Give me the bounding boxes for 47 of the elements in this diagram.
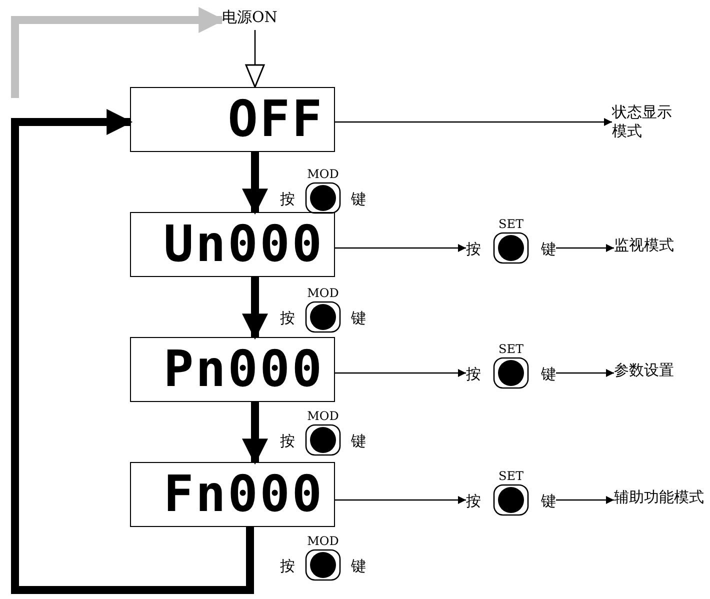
display-panel xyxy=(130,87,335,152)
key-caption: 键 xyxy=(351,557,366,575)
button-label: MOD xyxy=(306,535,340,548)
button-label: SET xyxy=(498,470,524,483)
arrow xyxy=(335,496,466,504)
display-panel xyxy=(130,337,335,402)
arrow xyxy=(556,244,614,252)
arrow xyxy=(335,369,466,377)
key-caption: 键 xyxy=(541,492,556,510)
key-caption: 键 xyxy=(351,309,366,327)
arrow xyxy=(242,277,268,340)
button-label: SET xyxy=(498,218,524,231)
key-caption: 按 xyxy=(280,309,295,327)
mode-label: 参数设置 xyxy=(614,361,675,380)
arrow xyxy=(11,7,225,98)
arrow xyxy=(335,118,612,126)
display-readout: Fn000 xyxy=(163,465,324,523)
button-label: SET xyxy=(498,343,524,356)
key-caption: 按 xyxy=(466,365,481,383)
display-readout: Un000 xyxy=(163,215,324,273)
key-caption: 按 xyxy=(280,557,295,575)
key-caption: 按 xyxy=(280,190,295,208)
arrow xyxy=(556,496,614,504)
display-panel xyxy=(130,462,335,527)
button-label: MOD xyxy=(306,168,340,181)
mode-label: 电源ON xyxy=(222,8,278,27)
mode-label: 状态显示模式 xyxy=(612,103,673,141)
arrow xyxy=(11,109,254,594)
display-panel xyxy=(130,212,335,277)
mode-label: 辅助功能模式 xyxy=(614,488,705,507)
key-caption: 键 xyxy=(351,432,366,450)
arrow xyxy=(242,152,268,215)
key-caption: 键 xyxy=(351,190,366,208)
button-label: MOD xyxy=(306,410,340,423)
button-label: MOD xyxy=(306,287,340,300)
arrow xyxy=(245,30,265,88)
display-readout: Pn000 xyxy=(163,340,324,398)
display-readout: OFF xyxy=(228,90,324,148)
arrow xyxy=(335,244,466,252)
key-caption: 键 xyxy=(541,240,556,258)
key-caption: 按 xyxy=(466,492,481,510)
key-caption: 按 xyxy=(280,432,295,450)
key-caption: 键 xyxy=(541,365,556,383)
key-caption: 按 xyxy=(466,240,481,258)
arrow xyxy=(242,402,268,465)
mode-label: 监视模式 xyxy=(614,236,675,255)
arrow xyxy=(556,369,614,377)
